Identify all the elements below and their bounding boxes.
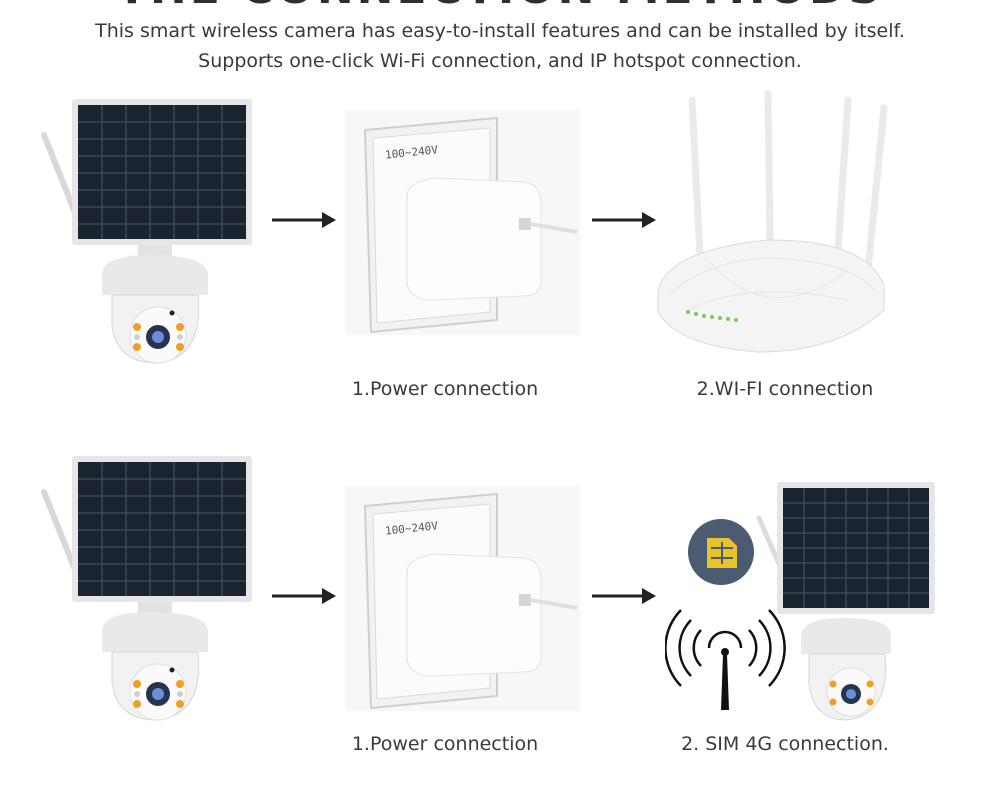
arrow-right-icon bbox=[592, 212, 656, 228]
intro-line-2: Supports one-click Wi-Fi connection, and… bbox=[198, 50, 802, 72]
sim-4g-connection-caption: 2. SIM 4G connection. bbox=[681, 733, 889, 755]
wifi-router-image bbox=[648, 90, 898, 360]
intro-line-1: This smart wireless camera has easy-to-i… bbox=[95, 20, 905, 42]
power-connection-caption: 1.Power connection bbox=[351, 733, 539, 755]
power-adapter-image: 100~240V bbox=[345, 486, 580, 711]
solar-camera-image bbox=[40, 95, 260, 375]
arrow-right-icon bbox=[272, 588, 336, 604]
page-header-title: THE CONNECTION METHODS bbox=[0, 0, 1000, 8]
solar-camera-image bbox=[40, 452, 260, 732]
arrow-right-icon bbox=[272, 212, 336, 228]
wifi-connection-caption: 2.WI-FI connection bbox=[696, 378, 874, 400]
power-connection-caption: 1.Power connection bbox=[351, 378, 539, 400]
intro-text: This smart wireless camera has easy-to-i… bbox=[0, 16, 1000, 76]
arrow-right-icon bbox=[592, 588, 656, 604]
power-adapter-image: 100~240V bbox=[345, 110, 580, 335]
sim-4g-illustration bbox=[665, 478, 940, 728]
